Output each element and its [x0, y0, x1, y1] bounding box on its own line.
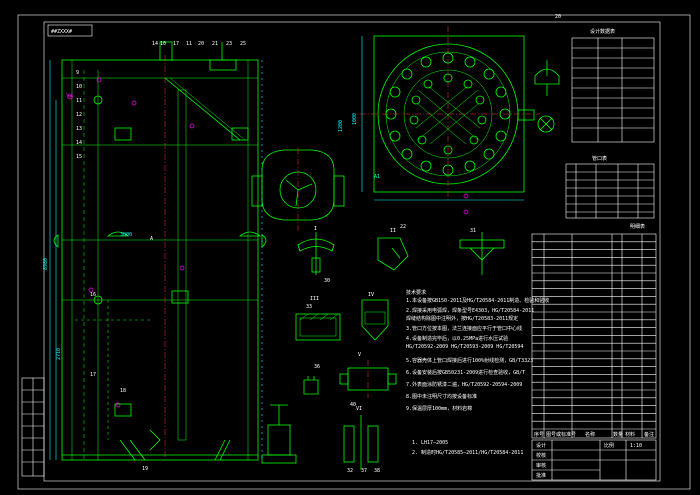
dim-ring: A1 — [374, 174, 380, 180]
top-callout-2: 17 — [173, 41, 179, 47]
dim-main: 3800 — [120, 232, 132, 238]
section-label-3: IV — [368, 292, 374, 298]
top-callout-0: 14 — [152, 41, 158, 47]
bottom-valve — [261, 404, 297, 464]
detail-callout-1: 22 — [400, 224, 406, 230]
notes-heading: 技术要求 — [406, 289, 426, 296]
nozzle-table-title: 管口表 — [592, 155, 607, 162]
plan-grid — [415, 85, 481, 145]
outer-frame — [17, 14, 691, 490]
perforation-holes — [385, 52, 511, 176]
parts-header-5: 备注 — [644, 431, 654, 438]
dim-right-b: 1200 — [338, 120, 344, 132]
detail-callout-3: 33 — [306, 304, 312, 310]
dim-mid: 2710 — [56, 348, 62, 360]
left-callout-6: 15 — [76, 154, 82, 160]
left-callout-5: 14 — [76, 140, 82, 146]
detail-callout-7: 38 — [374, 468, 380, 474]
parts-header-2: 名称 — [585, 431, 595, 438]
nozzle-table: 管口表 — [565, 155, 655, 219]
left-callout-9: 18 — [120, 388, 126, 394]
plan-view: 1000 1200 A1 — [338, 26, 560, 215]
inner-frame — [43, 21, 661, 482]
section-label-5: VI — [356, 406, 362, 412]
left-callout-0: 9 — [76, 70, 79, 76]
title-block-0: 设计 — [536, 442, 546, 449]
top-callout-1: 10 — [160, 41, 166, 47]
note-line-3: 3.管口方位按本图，法兰连接面应平行于管口中心线 — [406, 325, 522, 332]
left-callout-8: 17 — [90, 372, 96, 378]
side-manhole — [251, 148, 345, 232]
top-callout-3: 11 — [186, 41, 192, 47]
design-data-table: 设计数据表 — [571, 28, 655, 143]
section-label-0: I — [314, 226, 317, 232]
note-line-0: 1.本设备按GB150-2011及HG/T20584-2011制造、检验和验收 — [406, 297, 549, 304]
note-line-1: 2.焊接采用电弧焊，焊条型号E4303，HG/T20584-2011 — [406, 307, 534, 314]
left-callout-10: 19 — [142, 466, 148, 472]
note-line-9: 8.图中未注明尺寸均按设备标准 — [406, 393, 477, 400]
detail-callout-6: 37 — [361, 468, 367, 474]
parts-header-1: 图号或标准号 — [546, 431, 576, 438]
corner-label-box — [47, 24, 93, 37]
parts-header-4: 材料 — [625, 431, 635, 438]
main-elevation-view: 8980 3800 2710 A 14 10 17 11 20 21 23 25… — [43, 41, 345, 472]
top-callout-7: 25 — [240, 41, 246, 47]
parts-header-3: 数量 — [613, 431, 623, 438]
parts-header-0: 序号 — [534, 431, 544, 438]
note-line-4: 4.设备制造完毕后，以0.25MPa进行水压试验 — [406, 335, 508, 342]
parts-list-table: 明细表 序号 图号或标准号 名称 数量 材料 备注 — [531, 223, 657, 439]
detail-callout-5: 32 — [347, 468, 353, 474]
dim-right-a: 1000 — [352, 113, 358, 125]
title-block: 设计 校核 审核 批准 比例 1:10 — [531, 439, 657, 481]
detail-callout-4: 40 — [350, 402, 356, 408]
left-callout-7: 16 — [90, 292, 96, 298]
left-callout-1: 10 — [76, 84, 82, 90]
note-line-5: HG/T20592-2009 HG/T20593-2009 HG/T20594 — [406, 344, 523, 350]
detail-callout-8: 36 — [314, 364, 320, 370]
sheet-id: 20 — [555, 14, 561, 20]
note-line-6: 5.容器壳体上管口焊接后进行100%射线检测，GB/T3323 — [406, 357, 533, 364]
section-label-2: III — [310, 296, 319, 302]
title-block-1: 校核 — [536, 452, 546, 459]
note-foot-0: 1. LH17—2005 — [412, 440, 448, 446]
technical-notes: 技术要求 1.本设备按GB150-2011及HG/T20584-2011制造、检… — [406, 289, 549, 456]
detail-callout-0: 30 — [324, 278, 330, 284]
detail-views: I 30 II 22 31 III 33 IV V 40 VI 32 37 — [295, 224, 505, 474]
design-data-title: 设计数据表 — [590, 28, 615, 35]
dim-height-left: 8980 — [43, 258, 49, 270]
section-label-4: V — [358, 352, 361, 358]
note-foot-1: 2. 制造时HG/T20585—2011/HG/T20584-2011 — [412, 449, 523, 456]
title-block-4: 比例 — [604, 442, 614, 449]
title-block-2: 审核 — [536, 462, 546, 469]
section-label-1: II — [390, 228, 396, 234]
top-callout-6: 23 — [226, 41, 232, 47]
left-callout-3: 12 — [76, 112, 82, 118]
note-line-7: 6.设备安装后按GB50231-2009进行检查验收，GB/T — [406, 369, 525, 376]
note-line-8: 7.外表面涂防锈漆二遍，HG/T20592-20594-2009 — [406, 381, 522, 388]
note-line-2: 焊缝结构除图中注明外，按HG/T20583-2011规定 — [406, 315, 518, 322]
top-callout-4: 20 — [198, 41, 204, 47]
parts-table-title: 明细表 — [630, 223, 645, 230]
left-callout-2: 11 — [76, 98, 82, 104]
top-callout-5: 21 — [212, 41, 218, 47]
corner-label: ##ZXXX# — [51, 29, 72, 35]
left-title: Y4 — [66, 93, 74, 100]
note-line-10: 9.保温层厚100mm，材料岩棉 — [406, 405, 472, 412]
left-callout-4: 13 — [76, 126, 82, 132]
view-label: A — [150, 236, 153, 242]
title-block-3: 批准 — [536, 472, 546, 479]
title-block-5: 1:10 — [630, 443, 642, 449]
detail-callout-2: 31 — [470, 228, 476, 234]
left-revision-table — [21, 377, 45, 477]
